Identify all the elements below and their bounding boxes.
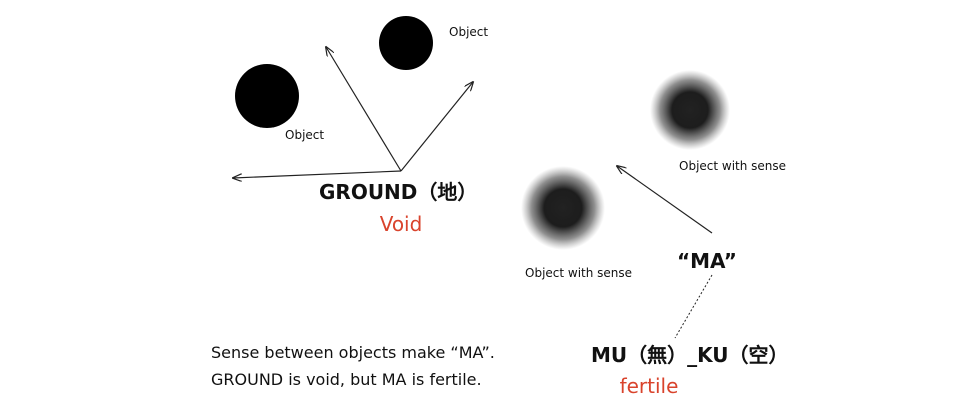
ground-label: GROUND（地） [319,180,477,204]
dashed-link-ma-mu-ku [674,274,713,339]
sense-object-circle-left [521,166,605,250]
void-label: Void [380,212,423,236]
arrow-ground-to-top-left [326,47,402,172]
object-circle-top [379,16,433,70]
sense-object-left-label: Object with sense [525,266,632,280]
mu-ku-label: MU（無）_KU（空） [591,343,789,367]
sense-object-circle-top [650,70,730,150]
arrow-ground-to-left [233,170,402,178]
ma-label: “MA” [677,249,737,273]
sense-object-top-label: Object with sense [679,159,786,173]
object-circle-left [235,64,299,128]
caption-line-1: Sense between objects make “MA”. [211,343,495,362]
arrow-ground-to-top-right [400,82,473,172]
arrow-ma-to-sense-object [617,166,713,234]
object-top-label: Object [449,25,488,39]
fertile-label: fertile [620,374,679,398]
object-left-label: Object [285,128,324,142]
caption-line-2: GROUND is void, but MA is fertile. [211,370,482,389]
